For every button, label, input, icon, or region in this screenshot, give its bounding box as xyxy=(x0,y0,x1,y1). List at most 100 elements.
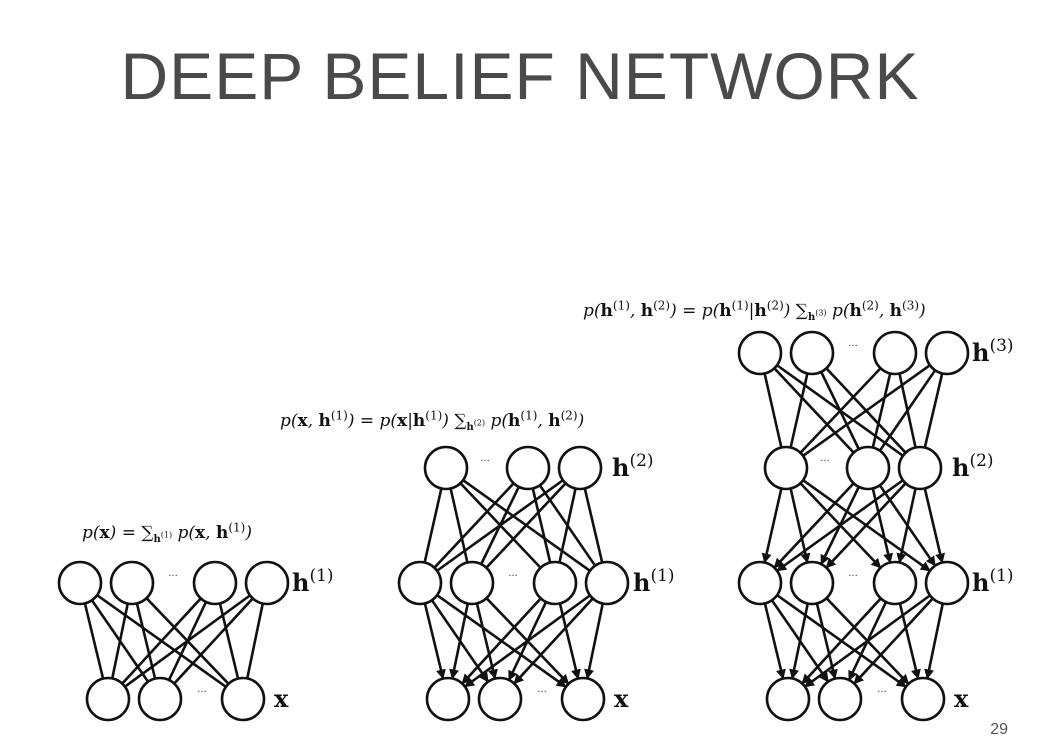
three-layer-dbn-label-h2: h(2) xyxy=(952,451,994,482)
two-layer-dbn-edge-h1-x xyxy=(461,597,542,685)
three-layer-dbn-node-h1 xyxy=(737,560,783,606)
two-layer-dbn-node-x xyxy=(560,676,606,722)
one-layer-dbn-node-x xyxy=(220,676,266,722)
two-layer-dbn-edge-h2-h1 xyxy=(583,488,604,563)
two-layer-dbn-edge-h2-h1 xyxy=(436,479,564,572)
three-layer-dbn-node-h1 xyxy=(872,560,918,606)
two-layer-dbn-ellipsis-h2: ··· xyxy=(480,456,490,467)
one-layer-dbn-label-x: x xyxy=(274,684,289,713)
two-layer-dbn-edge-h1-x xyxy=(584,603,605,680)
one-layer-dbn-node-h1 xyxy=(109,560,155,606)
two-layer-dbn-edge-h1-x xyxy=(464,594,591,688)
three-layer-dbn-ellipsis-x: ··· xyxy=(877,687,887,698)
one-layer-dbn-edge-h1-x xyxy=(121,597,202,685)
two-layer-dbn-ellipsis-x: ··· xyxy=(537,687,547,698)
one-layer-dbn-label-h1: h(1) xyxy=(292,566,334,597)
three-layer-dbn-edge-h3-h2 xyxy=(878,369,937,452)
three-layer-dbn-ellipsis-h1: ··· xyxy=(848,571,858,582)
two-layer-dbn-node-h1 xyxy=(584,560,630,606)
three-layer-dbn-edge-h1-x xyxy=(804,594,931,688)
two-layer-dbn-node-h2 xyxy=(423,445,469,491)
one-layer-dbn-ellipsis-x: ··· xyxy=(197,687,207,698)
three-layer-dbn-label-h1: h(1) xyxy=(972,566,1014,597)
three-layer-dbn-edge-h3-h2 xyxy=(763,373,783,448)
one-layer-dbn-edge-h1-x xyxy=(83,603,105,679)
one-layer-dbn-edge-h1-x xyxy=(124,594,251,688)
three-layer-dbn-node-h2 xyxy=(897,445,943,491)
three-layer-dbn-label-h3: h(3) xyxy=(972,336,1014,367)
three-layer-dbn-edge-h2-h1 xyxy=(825,482,907,569)
two-layer-dbn-node-h1 xyxy=(397,560,443,606)
three-layer-dbn-edge-h1-x xyxy=(924,603,945,680)
three-layer-dbn-node-x xyxy=(817,676,863,722)
three-layer-dbn-edge-h3-h2 xyxy=(789,373,809,448)
two-layer-dbn-edge-h2-h1 xyxy=(423,488,443,563)
two-layer-dbn-edge-h1-x xyxy=(513,597,594,685)
formula-three-layer-text: p(h(1), h(2)) = p(h(1)|h(2)) ∑h(3) p(h(2… xyxy=(583,298,926,324)
one-layer-dbn-edge-h1-x xyxy=(110,603,130,679)
three-layer-dbn-edge-h2-h1 xyxy=(776,479,904,572)
three-layer-dbn-edge-h3-h2 xyxy=(923,373,944,448)
two-layer-dbn-edge-h1-x xyxy=(449,603,470,680)
two-layer-dbn-edge-h2-h1 xyxy=(558,488,577,563)
two-layer-dbn-edge-h2-h1 xyxy=(485,482,567,569)
three-layer-dbn-ellipsis-h2: ··· xyxy=(820,456,830,467)
one-layer-dbn-node-h1 xyxy=(57,560,103,606)
slide-title: DEEP BELIEF NETWORK xyxy=(120,39,920,113)
three-layer-dbn-label-x: x xyxy=(954,684,969,713)
page-number: 29 xyxy=(990,721,1008,738)
one-layer-dbn-node-h1 xyxy=(192,560,238,606)
two-layer-dbn-node-h1 xyxy=(532,560,578,606)
two-layer-dbn-node-h2 xyxy=(557,445,603,491)
one-layer-dbn-edge-h1-x xyxy=(173,597,254,685)
two-layer-dbn-label-h2: h(2) xyxy=(612,451,654,482)
edges-group xyxy=(83,364,946,688)
three-layer-dbn-edge-h2-h1 xyxy=(896,488,917,564)
two-layer-dbn-label-h1: h(1) xyxy=(633,566,675,597)
labels-group: ··· h(1) ··· x ··· h(2) ··· h(1) ··· x ··· h(3) ··· h… xyxy=(168,336,1013,713)
two-layer-dbn-edge-h1-x xyxy=(423,603,446,680)
three-layer-dbn-edge-h2-h1 xyxy=(923,488,946,564)
three-layer-dbn-edge-h3-h2 xyxy=(773,367,855,454)
three-layer-dbn-edge-h1-x xyxy=(763,603,786,680)
three-layer-dbn-node-x xyxy=(900,676,946,722)
two-layer-dbn-ellipsis-h1: ··· xyxy=(508,571,518,582)
two-layer-dbn-node-x xyxy=(425,676,471,722)
one-layer-dbn-node-x xyxy=(85,676,131,722)
three-layer-dbn-edge-h1-x xyxy=(801,597,882,685)
three-layer-dbn-node-x xyxy=(765,676,811,722)
three-layer-dbn-edge-h3-h2 xyxy=(871,373,892,448)
three-layer-dbn-edge-h2-h1 xyxy=(761,488,783,564)
three-layer-dbn-node-h3 xyxy=(789,330,835,376)
one-layer-dbn-edge-h1-x xyxy=(245,603,265,679)
three-layer-dbn-node-h2 xyxy=(763,445,809,491)
one-layer-dbn-ellipsis-h1: ··· xyxy=(168,571,178,582)
three-layer-dbn-edge-h1-x xyxy=(853,597,934,685)
two-layer-dbn-node-x xyxy=(477,676,523,722)
three-layer-dbn-edge-h1-x xyxy=(789,603,810,680)
formula-two-layer-text: p(x, h(1)) = p(x|h(1)) ∑h(2) p(h(1), h(2… xyxy=(280,408,585,434)
three-layer-dbn-node-h3 xyxy=(924,330,970,376)
three-layer-dbn-node-h2 xyxy=(845,445,891,491)
formula-two-layer: p(x, h(1)) = p(x|h(1)) ∑h(2) p(h(1), h(2… xyxy=(280,408,584,433)
three-layer-dbn-node-h3 xyxy=(737,330,783,376)
formula-three-layer: p(h(1), h(2)) = p(h(1)|h(2)) ∑h(3) p(h(2… xyxy=(583,298,926,323)
three-layer-dbn-edge-h3-h2 xyxy=(799,367,882,454)
formula-one-layer-text: p(x) = ∑h(1) p(x, h(1)) xyxy=(82,520,252,546)
three-layer-dbn-node-h1 xyxy=(789,560,835,606)
nodes-group xyxy=(57,330,970,722)
one-layer-dbn-node-h1 xyxy=(244,560,290,606)
two-layer-dbn-node-h2 xyxy=(505,445,551,491)
two-layer-dbn-node-h1 xyxy=(449,560,495,606)
three-layer-dbn-edge-h3-h2 xyxy=(802,364,931,457)
three-layer-dbn-node-h1 xyxy=(924,560,970,606)
three-layer-dbn-node-h3 xyxy=(872,330,918,376)
two-layer-dbn-edge-h2-h1 xyxy=(433,482,515,569)
two-layer-dbn-label-x: x xyxy=(614,684,629,713)
one-layer-dbn-node-x xyxy=(137,676,183,722)
three-layer-dbn-ellipsis-h3: ··· xyxy=(848,341,858,352)
three-layer-dbn-edge-h2-h1 xyxy=(773,482,855,569)
formula-one-layer: p(x) = ∑h(1) p(x, h(1)) xyxy=(82,520,252,545)
